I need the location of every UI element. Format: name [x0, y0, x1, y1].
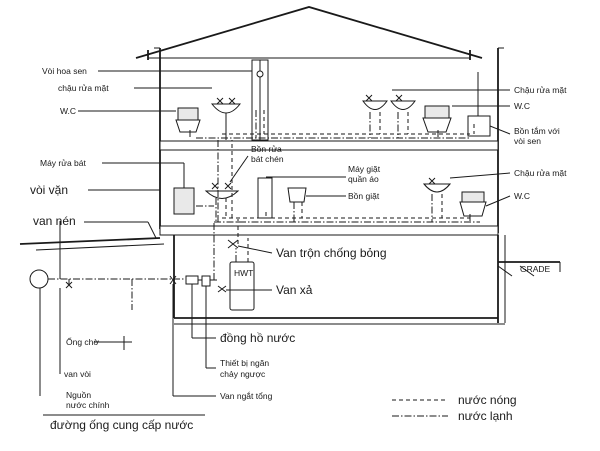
label-bon-rua-line2: bát chén [251, 154, 284, 164]
label-voi-van: vòi vặn [30, 183, 68, 197]
roof [135, 6, 483, 59]
ground-line-left [19, 237, 161, 245]
leader-lines [39, 70, 511, 416]
label-van-voi: van vòi [64, 369, 91, 379]
label-van-ngat: Van ngắt tổng [220, 391, 273, 401]
label-may-giat-line2: quần áo [348, 174, 379, 184]
wc-upper-right-bowl [422, 117, 452, 133]
fixtures [29, 59, 491, 311]
dishwasher [173, 187, 195, 215]
mixing-valve-icon [227, 239, 239, 249]
caption: đường ống cung cấp nước [50, 418, 193, 432]
main-shutoff-valve-icon [169, 275, 177, 285]
label-bon-tam-line1: Bồn tắm với [514, 126, 560, 136]
label-wc-right-mid: W.C [514, 191, 530, 201]
pipes [48, 110, 480, 310]
water-meter-icon [185, 275, 199, 285]
sink-upper-right-2 [390, 100, 416, 110]
label-bon-rua-line1: Bồn rửa [251, 144, 282, 154]
ground-floor-slab [159, 225, 499, 236]
sink-middle-right [422, 183, 452, 193]
label-bon-tam-line2: vòi sen [514, 136, 541, 146]
house-structure [19, 6, 561, 325]
label-nguon-line1: Nguồn [66, 390, 91, 400]
labels: Vòi hoa sen chậu rửa mặt W.C Máy rửa bát… [30, 66, 567, 432]
label-bon-giat: Bồn giặt [348, 191, 380, 201]
label-may-giat-line1: Máy giặt [348, 164, 381, 174]
label-thiet-bi-line1: Thiết bị ngăn [220, 358, 269, 368]
label-chau-rua-mat-left: chậu rửa mặt [58, 83, 109, 93]
legend: nước nóng nước lạnh [392, 393, 517, 423]
wc-upper-right-tank [424, 105, 450, 119]
wc-upper-left-bowl [175, 119, 201, 133]
label-van-nen: van nén [33, 214, 76, 228]
main-water-source-icon [29, 269, 49, 289]
label-grade: GRADE [520, 264, 551, 274]
label-chau-rua-mat-right-top: Chậu rửa mặt [514, 85, 567, 95]
water-heater-tank [229, 261, 255, 311]
bathtub [467, 115, 491, 137]
washing-machine [257, 177, 273, 219]
label-wc-right-top: W.C [514, 101, 530, 111]
label-wc-left: W.C [60, 106, 76, 116]
laundry-tub [287, 187, 307, 203]
label-voi-hoa-sen: Vòi hoa sen [42, 66, 87, 76]
label-nguon-line2: nước chính [66, 400, 110, 410]
label-thiet-bi-line2: chảy ngược [220, 369, 266, 379]
wc-middle-right-bowl [459, 201, 487, 217]
label-van-xa: Van xả [276, 283, 313, 297]
label-dong-ho: đồng hồ nước [220, 331, 295, 345]
label-chau-rua-mat-right-mid: Chậu rửa mặt [514, 168, 567, 178]
shower-head-icon [256, 70, 264, 78]
label-hwt: HWT [234, 268, 253, 278]
drain-valve-icon [217, 285, 227, 293]
label-ong-cho: Ống chờ [66, 336, 99, 347]
legend-hot-label: nước nóng [458, 393, 517, 407]
upper-floor-slab [159, 140, 499, 151]
label-van-tron: Van trộn chống bỏng [276, 246, 387, 260]
label-may-rua-bat: Máy rửa bát [40, 158, 86, 168]
wc-middle-right-tank [461, 191, 485, 203]
sink-upper-right-1 [362, 100, 388, 110]
wc-upper-left-tank [177, 107, 199, 121]
sink-upper-left [210, 103, 242, 114]
backflow-device-icon [201, 275, 211, 287]
legend-cold-label: nước lạnh [458, 409, 513, 423]
kitchen-sink [204, 190, 240, 199]
